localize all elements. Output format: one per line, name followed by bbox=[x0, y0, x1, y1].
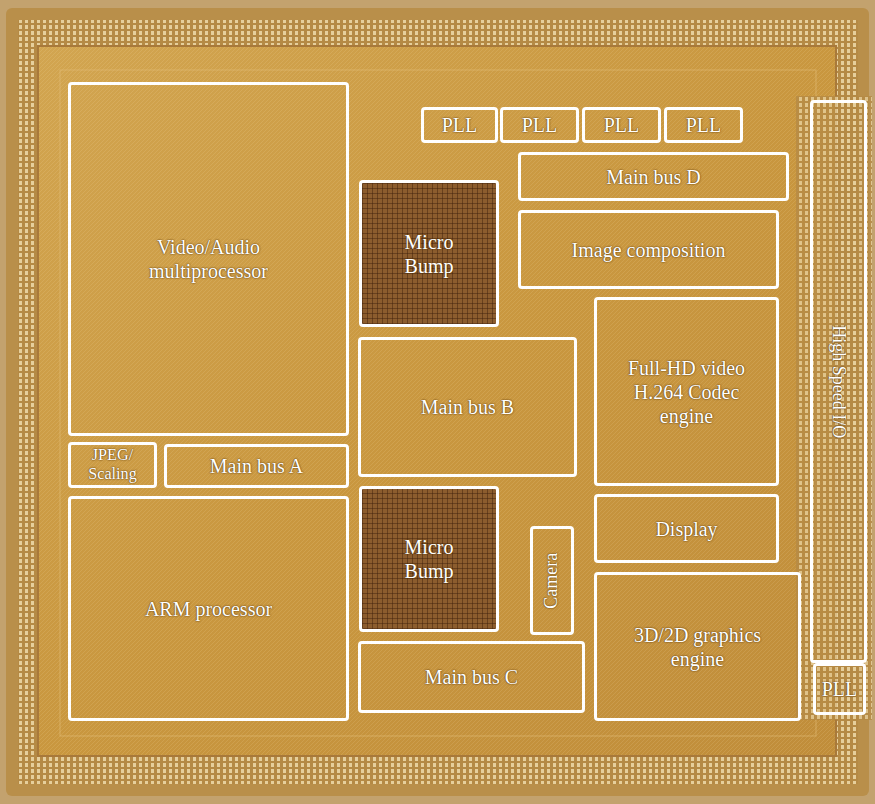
block-label: PLL bbox=[522, 113, 558, 137]
camera-block: Camera bbox=[530, 526, 574, 635]
block-label: 3D/2D graphics engine bbox=[633, 623, 763, 671]
io-block: High Speed I/O bbox=[810, 100, 867, 663]
graphics-block: 3D/2D graphics engine bbox=[594, 572, 801, 721]
block-label: Micro Bump bbox=[379, 535, 479, 583]
composition-block: Image composition bbox=[518, 210, 779, 289]
block-label: Micro Bump bbox=[379, 230, 479, 278]
pll-block: PLL bbox=[664, 107, 743, 143]
block-label: Camera bbox=[541, 552, 563, 608]
block-label: Video/Audio multiprocessor bbox=[124, 235, 294, 283]
block-label: Main bus B bbox=[421, 395, 514, 419]
processor-block: ARM processor bbox=[68, 496, 349, 721]
block-label: PLL bbox=[822, 677, 858, 701]
bus-block: Main bus D bbox=[518, 152, 789, 201]
block-label: Main bus A bbox=[210, 454, 303, 478]
display-block: Display bbox=[594, 494, 779, 563]
block-label: Display bbox=[655, 517, 717, 541]
block-label: Image composition bbox=[572, 238, 726, 262]
block-label: PLL bbox=[604, 113, 640, 137]
bus-block: Main bus C bbox=[358, 641, 585, 713]
processor-block: Video/Audio multiprocessor bbox=[68, 82, 349, 436]
block-label: PLL bbox=[442, 113, 478, 137]
block-label: Full-HD video H.264 Codec engine bbox=[617, 356, 757, 428]
bus-block: Main bus B bbox=[358, 337, 577, 477]
pll-block: PLL bbox=[421, 107, 498, 143]
block-label: Main bus D bbox=[606, 165, 700, 189]
bus-block: Main bus A bbox=[164, 444, 349, 488]
block-label: High Speed I/O bbox=[828, 325, 850, 438]
block-label: PLL bbox=[686, 113, 722, 137]
jpeg-block: JPEG/ Scaling bbox=[68, 442, 157, 488]
block-label: JPEG/ Scaling bbox=[78, 446, 148, 485]
micro-bump-block: Micro Bump bbox=[359, 486, 499, 632]
pll-block: PLL bbox=[582, 107, 661, 143]
codec-block: Full-HD video H.264 Codec engine bbox=[594, 297, 779, 486]
pll-block: PLL bbox=[813, 663, 866, 715]
micro-bump-block: Micro Bump bbox=[359, 180, 499, 327]
block-label: ARM processor bbox=[145, 597, 272, 621]
block-label: Main bus C bbox=[425, 665, 518, 689]
pll-block: PLL bbox=[500, 107, 579, 143]
